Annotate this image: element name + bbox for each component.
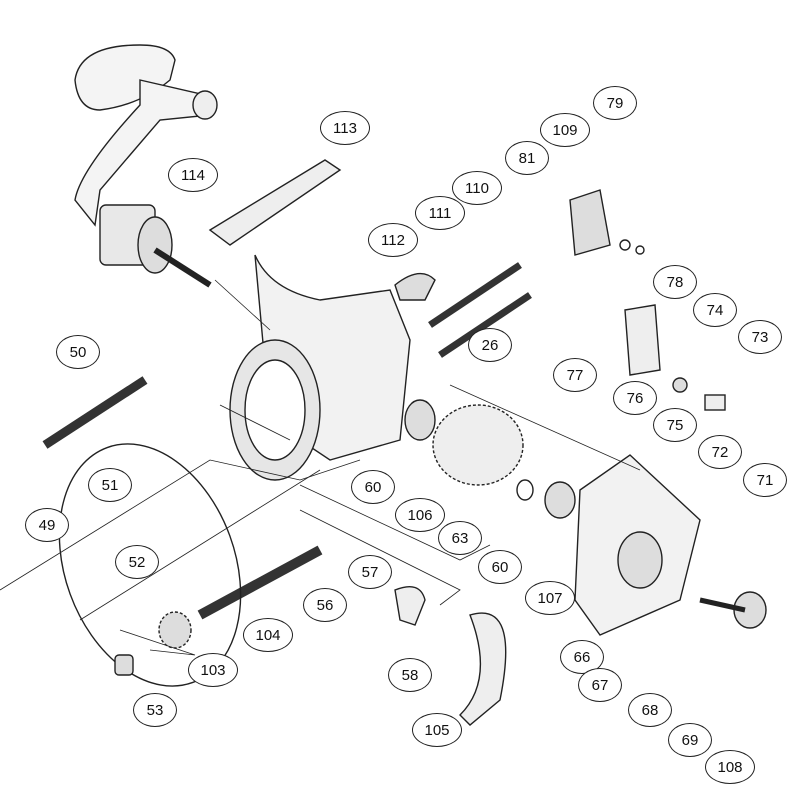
part-label-26: 26 bbox=[468, 328, 512, 362]
assembly-lines bbox=[0, 279, 641, 656]
part-label-103: 103 bbox=[188, 653, 238, 687]
part-label-109: 109 bbox=[540, 113, 590, 147]
part-label-111: 111 bbox=[415, 196, 465, 230]
part-label-60: 60 bbox=[351, 470, 395, 504]
part-label-108: 108 bbox=[705, 750, 755, 784]
part-label-52: 52 bbox=[115, 545, 159, 579]
part-label-113: 113 bbox=[320, 111, 370, 145]
part-label-69: 69 bbox=[668, 723, 712, 757]
gears bbox=[58, 399, 576, 726]
part-label-71: 71 bbox=[743, 463, 787, 497]
rods bbox=[42, 262, 532, 620]
part-label-79: 79 bbox=[593, 86, 637, 120]
side-plate bbox=[574, 454, 767, 636]
part-label-107: 107 bbox=[525, 581, 575, 615]
part-label-77: 77 bbox=[553, 358, 597, 392]
part-label-67: 67 bbox=[578, 668, 622, 702]
part-label-56: 56 bbox=[303, 588, 347, 622]
part-label-78: 78 bbox=[653, 265, 697, 299]
part-label-106: 106 bbox=[395, 498, 445, 532]
part-label-63: 63 bbox=[438, 521, 482, 555]
part-label-58: 58 bbox=[388, 658, 432, 692]
part-label-76: 76 bbox=[613, 381, 657, 415]
part-label-112: 112 bbox=[368, 223, 418, 257]
bail-parts bbox=[394, 189, 726, 411]
part-label-104: 104 bbox=[243, 618, 293, 652]
part-label-53: 53 bbox=[133, 693, 177, 727]
part-label-68: 68 bbox=[628, 693, 672, 727]
part-label-114: 114 bbox=[168, 158, 218, 192]
part-label-110: 110 bbox=[452, 171, 502, 205]
part-label-49: 49 bbox=[25, 508, 69, 542]
part-label-81: 81 bbox=[505, 141, 549, 175]
part-label-57: 57 bbox=[348, 555, 392, 589]
part-label-60-second: 60 bbox=[478, 550, 522, 584]
part-label-72: 72 bbox=[698, 435, 742, 469]
part-label-105: 105 bbox=[412, 713, 462, 747]
part-label-75: 75 bbox=[653, 408, 697, 442]
part-label-51: 51 bbox=[88, 468, 132, 502]
part-label-73: 73 bbox=[738, 320, 782, 354]
part-label-74: 74 bbox=[693, 293, 737, 327]
reel-body bbox=[208, 159, 411, 481]
part-label-50: 50 bbox=[56, 335, 100, 369]
handle-assembly bbox=[74, 44, 218, 288]
